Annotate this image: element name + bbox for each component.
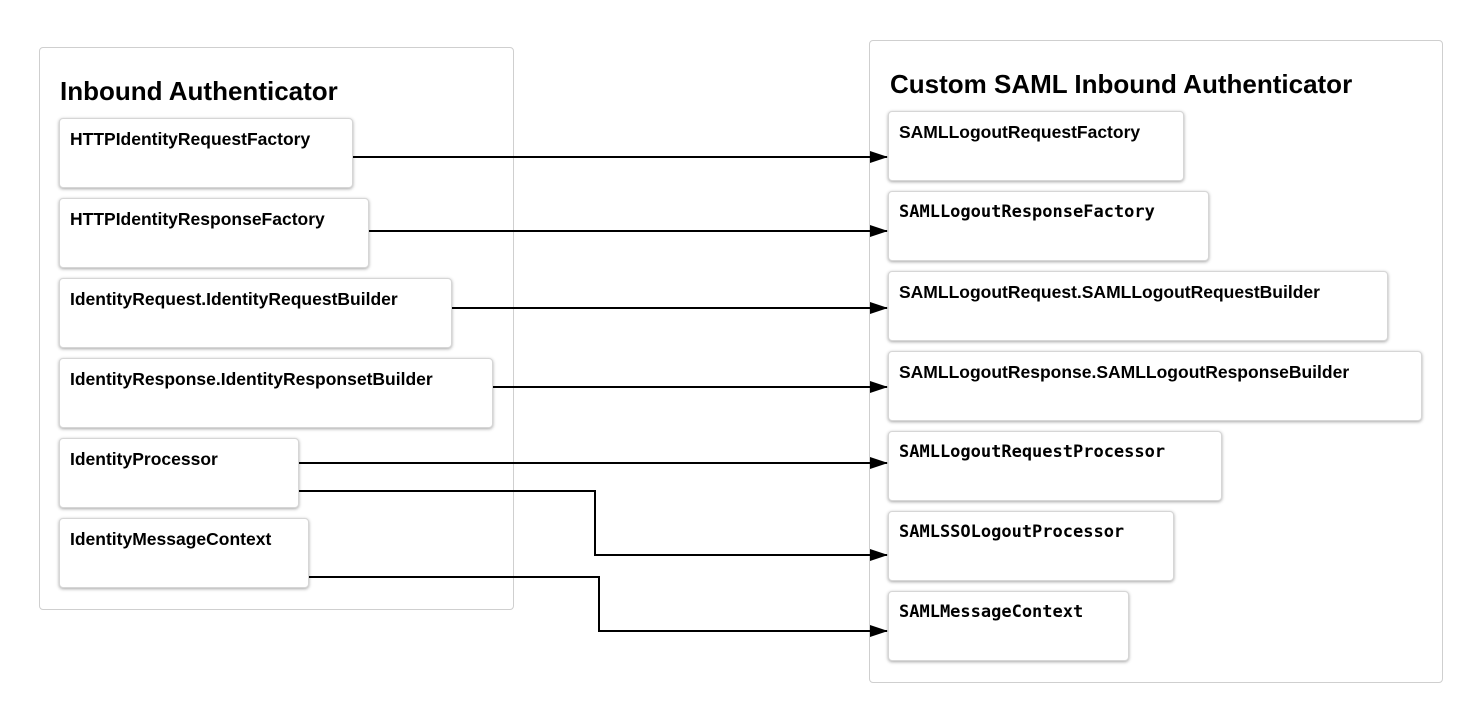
node-label: HTTPIdentityRequestFactory bbox=[70, 129, 311, 149]
node-label: IdentityProcessor bbox=[70, 449, 218, 469]
node-label: SAMLSSOLogoutProcessor bbox=[899, 522, 1125, 542]
node-label: SAMLLogoutResponse.SAMLLogoutResponseBui… bbox=[899, 362, 1350, 382]
node-label: IdentityRequest.IdentityRequestBuilder bbox=[70, 289, 398, 309]
custom-saml-inbound-authenticator-title: Custom SAML Inbound Authenticator bbox=[890, 69, 1353, 99]
node-label: SAMLLogoutRequestProcessor bbox=[899, 442, 1166, 462]
inbound-authenticator-title: Inbound Authenticator bbox=[60, 76, 338, 106]
left-node-identity-request-builder[interactable]: IdentityRequest.IdentityRequestBuilder bbox=[59, 278, 452, 348]
node-label: HTTPIdentityResponseFactory bbox=[70, 209, 325, 229]
right-node-saml-logout-request-processor[interactable]: SAMLLogoutRequestProcessor bbox=[888, 431, 1222, 501]
right-node-saml-logout-response-builder[interactable]: SAMLLogoutResponse.SAMLLogoutResponseBui… bbox=[888, 351, 1422, 421]
right-node-saml-logout-request-builder[interactable]: SAMLLogoutRequest.SAMLLogoutRequestBuild… bbox=[888, 271, 1388, 341]
left-node-identity-responset-builder[interactable]: IdentityResponse.IdentityResponsetBuilde… bbox=[59, 358, 493, 428]
right-node-saml-message-context[interactable]: SAMLMessageContext bbox=[888, 591, 1129, 661]
node-label: SAMLMessageContext bbox=[899, 602, 1084, 622]
left-node-identity-message-context[interactable]: IdentityMessageContext bbox=[59, 518, 309, 588]
node-label: SAMLLogoutRequestFactory bbox=[899, 122, 1141, 142]
left-node-identity-processor[interactable]: IdentityProcessor bbox=[59, 438, 299, 508]
node-label: IdentityResponse.IdentityResponsetBuilde… bbox=[70, 369, 433, 389]
right-node-saml-sso-logout-processor[interactable]: SAMLSSOLogoutProcessor bbox=[888, 511, 1174, 581]
node-label: IdentityMessageContext bbox=[70, 529, 272, 549]
node-label: SAMLLogoutResponseFactory bbox=[899, 202, 1155, 222]
left-node-http-identity-response-factory[interactable]: HTTPIdentityResponseFactory bbox=[59, 198, 369, 268]
right-node-saml-logout-request-factory[interactable]: SAMLLogoutRequestFactory bbox=[888, 111, 1184, 181]
node-label: SAMLLogoutRequest.SAMLLogoutRequestBuild… bbox=[899, 282, 1320, 302]
right-node-saml-logout-response-factory[interactable]: SAMLLogoutResponseFactory bbox=[888, 191, 1209, 261]
left-node-http-identity-request-factory[interactable]: HTTPIdentityRequestFactory bbox=[59, 118, 353, 188]
